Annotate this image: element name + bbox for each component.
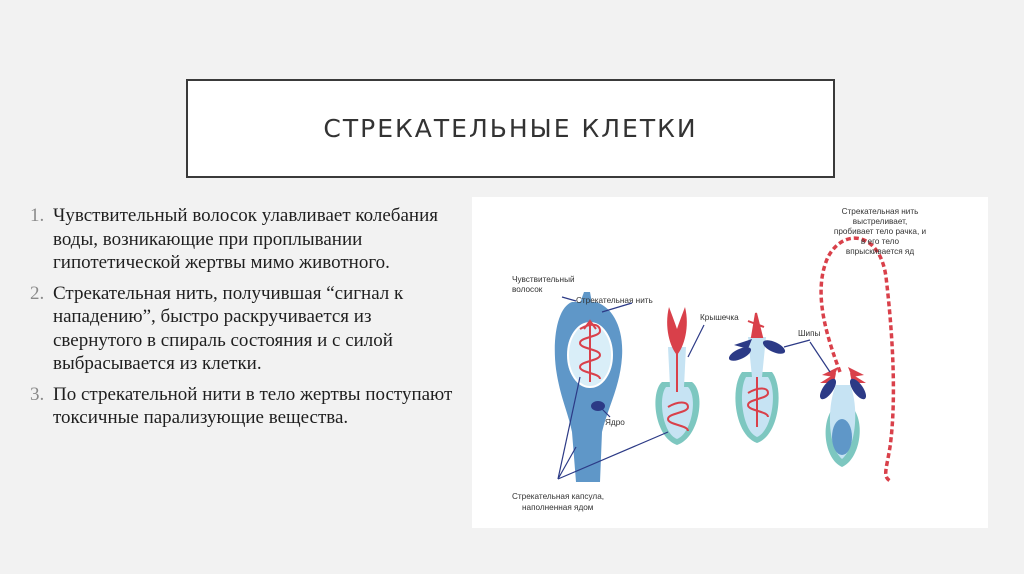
label-hair-1: Чувствительный [512,275,575,284]
list-item: 3. По стрекательной нити в тело жертвы п… [30,383,460,430]
cell-resting [554,292,623,482]
cell-everting [728,312,786,443]
label-fired-4: в его тело [861,237,900,246]
nucleus [591,401,605,411]
label-spines: Шипы [798,329,821,338]
thread-head [667,307,687,355]
fired-thread [819,236,896,484]
cnidocyte-diagram: Чувствительный волосок Стрекательная нит… [472,197,988,528]
spine-right-blade [762,340,786,354]
spine-blade-right [849,378,867,400]
list-number: 1. [30,205,45,226]
cell-fired [819,236,896,484]
diagram-svg: Чувствительный волосок Стрекательная нит… [512,207,926,512]
neck [748,337,766,377]
coiled-thread [578,319,602,382]
cell-lid-opening [655,307,700,445]
spine-left [734,339,752,349]
spine-blade-left [819,378,837,400]
label-lid: Крышечка [700,313,739,322]
thread-tip [747,312,765,338]
capsule-core [832,419,852,455]
pointer-lines [557,296,831,480]
slide-title: СТРЕКАТЕЛЬНЫЕ КЛЕТКИ [323,114,698,143]
label-fired-1: Стрекательная нить [842,207,919,216]
label-thread: Стрекательная нить [576,296,653,305]
label-capsule-2: наполненная ядом [522,503,594,512]
spine-left-blade [728,347,752,361]
list-number: 3. [30,383,45,405]
label-fired-2: выстреливает, [853,217,907,226]
list-text: Чувствительный волосок улавливает колеба… [53,205,438,273]
label-hair-2: волосок [512,285,543,294]
list-text: По стрекательной нити в тело жертвы пост… [53,383,453,429]
bullet-list: 1. Чувствительный волосок улавливает кол… [30,204,460,437]
cell-tip [580,292,592,303]
label-fired-5: впрыскивается яд [846,247,914,256]
list-number: 2. [30,282,45,304]
label-nucleus: Ядро [605,418,625,427]
list-text: Стрекательная нить, получившая “сигнал к… [53,282,404,375]
title-box: СТРЕКАТЕЛЬНЫЕ КЛЕТКИ [186,79,835,178]
label-capsule-1: Стрекательная капсула, [512,492,604,501]
label-fired-3: пробивает тело рачка, и [834,227,926,236]
list-item: 2. Стрекательная нить, получившая “сигна… [30,282,460,376]
list-item: 1. Чувствительный волосок улавливает кол… [30,204,460,275]
